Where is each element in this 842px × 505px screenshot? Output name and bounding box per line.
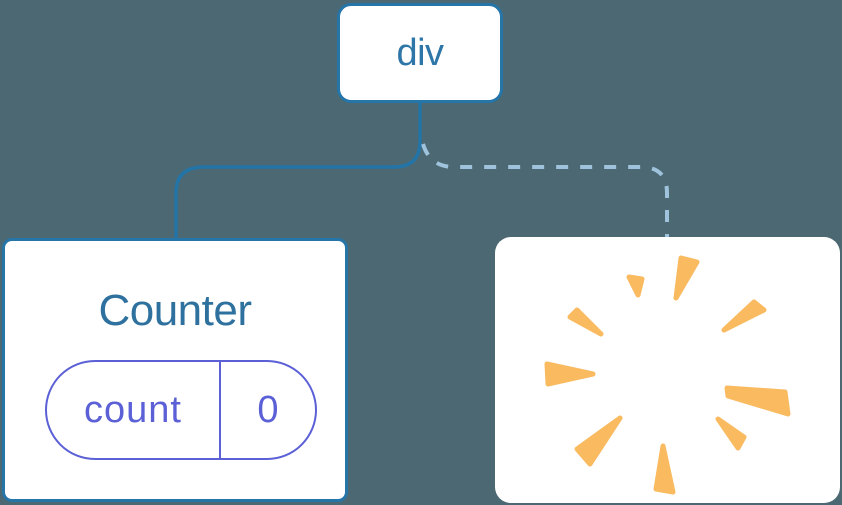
burst-wedge	[544, 361, 596, 387]
burst-wedge	[653, 443, 676, 495]
poof-burst-icon	[544, 255, 791, 495]
state-pill: count 0	[45, 360, 317, 460]
burst-wedge	[673, 255, 700, 301]
solid-edge	[174, 103, 422, 238]
burst-wedge	[724, 385, 791, 417]
state-key: count	[47, 362, 221, 458]
root-node-div: div	[337, 3, 503, 103]
counter-component-card: Counter count 0	[2, 238, 348, 502]
counter-title: Counter	[98, 286, 252, 335]
root-node-label: div	[396, 31, 444, 74]
dashed-edge	[421, 143, 669, 238]
burst-wedge	[574, 415, 623, 467]
state-value: 0	[257, 388, 279, 431]
burst-wedge	[626, 274, 645, 298]
burst-wedge	[721, 299, 767, 333]
burst-wedge	[715, 416, 747, 451]
burst-wedge	[567, 307, 604, 337]
destroyed-component-card	[495, 237, 840, 503]
